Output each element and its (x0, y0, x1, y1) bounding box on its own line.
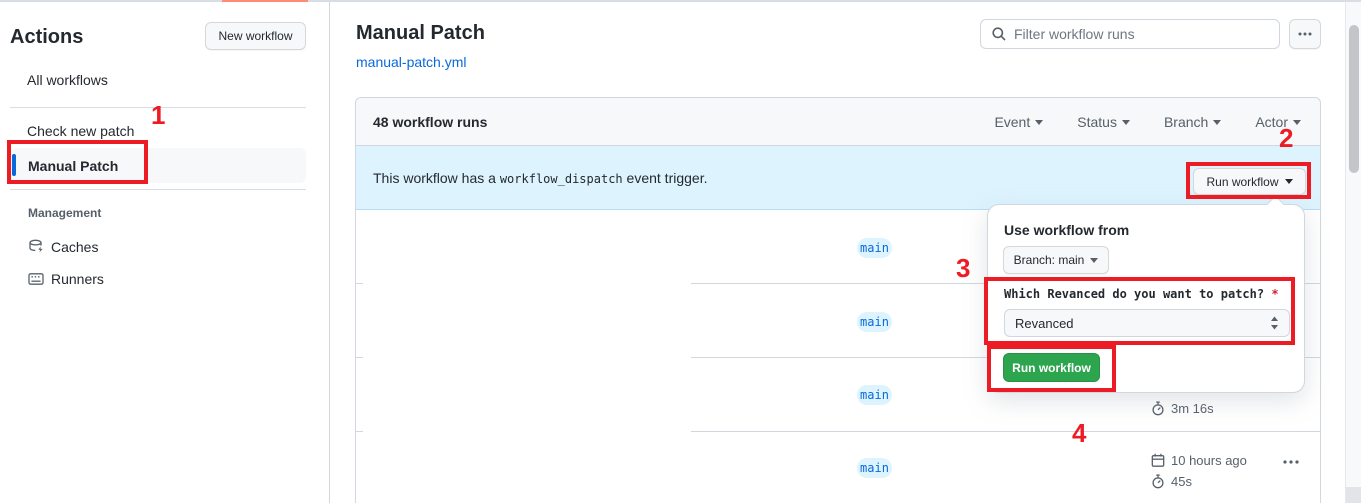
required-asterisk: * (1271, 287, 1279, 301)
filter-label: Actor (1255, 114, 1288, 130)
sidebar-item-all-workflows[interactable]: All workflows (10, 64, 306, 96)
stopwatch-icon (1151, 401, 1165, 416)
caret-down-icon (1121, 119, 1130, 125)
actions-sidebar: Actions New workflow All workflows Check… (0, 2, 330, 503)
calendar-icon (1151, 453, 1165, 468)
updown-arrows-icon (1270, 316, 1279, 330)
filter-label: Event (994, 114, 1031, 130)
run-duration-text: 45s (1171, 474, 1192, 489)
filter-label: Branch (1163, 114, 1209, 130)
sidebar-item-manual-patch[interactable]: Manual Patch (10, 148, 306, 183)
scrollbar-thumb[interactable] (1349, 25, 1359, 173)
sidebar-item-label: All workflows (27, 72, 108, 88)
workflow-input-label: Which Revanced do you want to patch? * (1004, 287, 1279, 301)
run-workflow-submit-button[interactable]: Run workflow (1003, 353, 1100, 382)
selected-item-accent-bar (12, 154, 16, 176)
branch-selector-label: Branch: main (1013, 253, 1085, 267)
top-border (0, 0, 1361, 2)
branch-badge[interactable]: main (857, 238, 892, 258)
runs-card-header: 48 workflow runs Event Status Branch Act… (356, 98, 1320, 146)
filter-actor[interactable]: Actor (1255, 114, 1301, 130)
run-duration: 3m 16s (1151, 401, 1214, 416)
filter-status[interactable]: Status (1077, 114, 1130, 130)
branch-selector-button[interactable]: Branch: main (1003, 246, 1109, 274)
branch-badge[interactable]: main (857, 312, 892, 332)
banner-text: This workflow has a workflow_dispatch ev… (373, 170, 707, 186)
filter-event[interactable]: Event (994, 114, 1044, 130)
run-time: 10 hours ago (1151, 453, 1247, 468)
annotation-step-2: 2 (1279, 123, 1294, 153)
stopwatch-icon (1151, 474, 1165, 489)
page-title: Manual Patch (356, 22, 485, 44)
caret-down-icon (1090, 257, 1099, 263)
sidebar-title: Actions (10, 26, 84, 48)
sidebar-item-label: Caches (51, 239, 99, 255)
cache-icon (28, 239, 44, 255)
banner-text-after: event trigger. (626, 170, 708, 186)
annotation-step-1: 1 (151, 100, 166, 130)
caret-down-icon (1213, 119, 1222, 125)
branch-badge[interactable]: main (857, 458, 892, 478)
runs-count: 48 workflow runs (373, 113, 488, 130)
run-workflow-dropdown-button[interactable]: Run workflow (1193, 168, 1306, 195)
filter-label: Status (1077, 114, 1117, 130)
use-workflow-from-heading: Use workflow from (1004, 222, 1130, 238)
runners-icon (28, 271, 44, 287)
annotation-step-3: 3 (956, 253, 971, 283)
workflow-dispatch-banner: This workflow has a workflow_dispatch ev… (356, 146, 1320, 210)
run-duration-text: 3m 16s (1171, 401, 1214, 416)
sidebar-item-check-new-patch[interactable]: Check new patch (10, 116, 306, 146)
branch-badge[interactable]: main (857, 385, 892, 405)
management-section-label: Management (28, 206, 102, 220)
search-icon (991, 26, 1007, 42)
row-separator (356, 283, 363, 284)
filter-branch[interactable]: Branch (1163, 114, 1222, 130)
workflow-input-label-text: Which Revanced do you want to patch? (1004, 287, 1265, 301)
workflow-file-link[interactable]: manual-patch.yml (356, 54, 467, 70)
runs-filters: Event Status Branch Actor (994, 98, 1320, 146)
workflow-options-kebab-button[interactable] (1289, 19, 1321, 49)
filter-runs-searchbox (980, 19, 1280, 49)
run-time-text: 10 hours ago (1171, 453, 1247, 468)
run-workflow-dropdown-label: Run workflow (1206, 174, 1279, 189)
revanced-select-value: Revanced (1015, 315, 1074, 331)
sidebar-item-caches[interactable]: Caches (28, 238, 288, 256)
sidebar-divider (10, 107, 306, 108)
kebab-horizontal-icon (1298, 32, 1312, 36)
revanced-select[interactable]: Revanced (1004, 309, 1290, 337)
row-separator (691, 431, 1320, 432)
new-workflow-button[interactable]: New workflow (205, 22, 306, 50)
scrollbar-corner (1346, 487, 1361, 503)
sidebar-item-label: Check new patch (27, 123, 135, 139)
filter-workflow-runs-input[interactable] (1014, 26, 1269, 42)
sidebar-divider (10, 189, 306, 190)
annotation-step-4: 4 (1072, 418, 1087, 448)
sidebar-item-label: Manual Patch (28, 157, 119, 174)
row-separator (356, 431, 363, 432)
banner-event-code: workflow_dispatch (499, 172, 623, 186)
row-kebab-button[interactable] (1283, 460, 1299, 464)
caret-down-icon (1284, 179, 1293, 184)
caret-down-icon (1293, 119, 1301, 125)
sidebar-item-runners[interactable]: Runners (28, 270, 288, 288)
row-separator (356, 357, 363, 358)
workflow-run-row[interactable]: main 10 hours ago 45s (356, 432, 1320, 503)
run-workflow-panel: Use workflow from Branch: main Which Rev… (987, 194, 1305, 393)
sidebar-item-label: Runners (51, 271, 104, 287)
caret-down-icon (1035, 119, 1044, 125)
banner-text-before: This workflow has a (373, 170, 496, 186)
run-duration: 45s (1151, 474, 1192, 489)
page-scrollbar (1345, 2, 1361, 503)
